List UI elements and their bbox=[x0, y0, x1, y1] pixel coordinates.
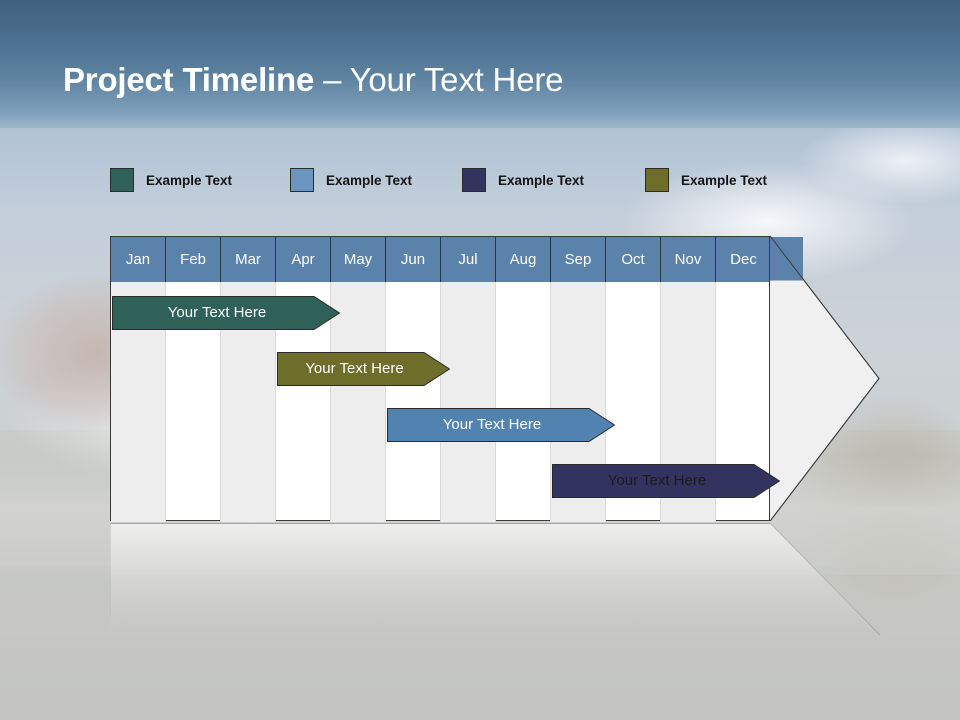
month-header-apr[interactable]: Apr bbox=[276, 237, 331, 282]
month-column-jan: Jan bbox=[111, 237, 166, 522]
month-column-apr: Apr bbox=[276, 237, 331, 522]
month-header-aug[interactable]: Aug bbox=[496, 237, 551, 282]
month-header-sep[interactable]: Sep bbox=[551, 237, 606, 282]
timeline-arrow-head bbox=[769, 236, 880, 521]
legend-swatch-icon bbox=[645, 168, 669, 192]
legend-item-label: Example Text bbox=[681, 172, 768, 188]
month-header-nov[interactable]: Nov bbox=[661, 237, 716, 282]
task-bar-label: Your Text Here bbox=[607, 472, 707, 489]
month-column-jul: Jul bbox=[441, 237, 496, 522]
task-bar-label: Your Text Here bbox=[305, 360, 404, 377]
month-column-oct: Oct bbox=[606, 237, 661, 522]
month-column-jun: Jun bbox=[386, 237, 441, 522]
month-header-may[interactable]: May bbox=[331, 237, 386, 282]
month-header-jul[interactable]: Jul bbox=[441, 237, 496, 282]
task-bar-2[interactable]: Your Text Here bbox=[277, 352, 450, 386]
task-bar-shape bbox=[277, 352, 450, 386]
task-bar-shape bbox=[387, 408, 615, 442]
month-cell-mar bbox=[221, 282, 276, 522]
legend-item-label: Example Text bbox=[146, 172, 233, 188]
legend-swatch-icon bbox=[290, 168, 314, 192]
month-header-feb[interactable]: Feb bbox=[166, 237, 221, 282]
month-cell-jan bbox=[111, 282, 166, 522]
task-bar-3[interactable]: Your Text Here bbox=[387, 408, 615, 442]
month-cell-jun bbox=[386, 282, 441, 522]
month-cell-oct bbox=[606, 282, 661, 522]
month-cell-may bbox=[331, 282, 386, 522]
task-bar-label: Your Text Here bbox=[167, 304, 267, 321]
month-column-mar: Mar bbox=[221, 237, 276, 522]
month-column-aug: Aug bbox=[496, 237, 551, 522]
task-bar-1[interactable]: Your Text Here bbox=[112, 296, 340, 330]
background-horizon bbox=[0, 566, 960, 720]
page-title: Project Timeline – Your Text Here bbox=[63, 60, 563, 100]
month-cell-apr bbox=[276, 282, 331, 522]
legend-swatch-icon bbox=[110, 168, 134, 192]
task-bar-shape bbox=[552, 464, 780, 498]
month-header-mar[interactable]: Mar bbox=[221, 237, 276, 282]
legend-item-label: Example Text bbox=[498, 172, 585, 188]
legend-item-2[interactable]: Example Text bbox=[290, 168, 412, 196]
month-cell-nov bbox=[661, 282, 716, 522]
month-cell-sep bbox=[551, 282, 606, 522]
legend-item-label: Example Text bbox=[326, 172, 413, 188]
legend-item-4[interactable]: Example Text bbox=[645, 168, 767, 196]
month-column-feb: Feb bbox=[166, 237, 221, 522]
task-bar-shape bbox=[112, 296, 340, 330]
month-cell-jul bbox=[441, 282, 496, 522]
month-header-jun[interactable]: Jun bbox=[386, 237, 441, 282]
month-header-dec[interactable]: Dec bbox=[716, 237, 771, 282]
month-cell-aug bbox=[496, 282, 551, 522]
task-bar-4[interactable]: Your Text Here bbox=[552, 464, 780, 498]
legend: Example Text Example Text Example Text E… bbox=[110, 168, 810, 196]
task-bar-label: Your Text Here bbox=[442, 416, 542, 433]
page-title-light: – Your Text Here bbox=[314, 61, 564, 98]
month-header-oct[interactable]: Oct bbox=[606, 237, 661, 282]
legend-item-1[interactable]: Example Text bbox=[110, 168, 232, 196]
page-title-bold: Project Timeline bbox=[63, 61, 315, 98]
month-column-dec: Dec bbox=[716, 237, 771, 522]
title-band: Project Timeline – Your Text Here bbox=[0, 0, 960, 128]
legend-swatch-icon bbox=[462, 168, 486, 192]
legend-item-3[interactable]: Example Text bbox=[462, 168, 584, 196]
month-header-jan[interactable]: Jan bbox=[111, 237, 166, 282]
month-cell-feb bbox=[166, 282, 221, 522]
